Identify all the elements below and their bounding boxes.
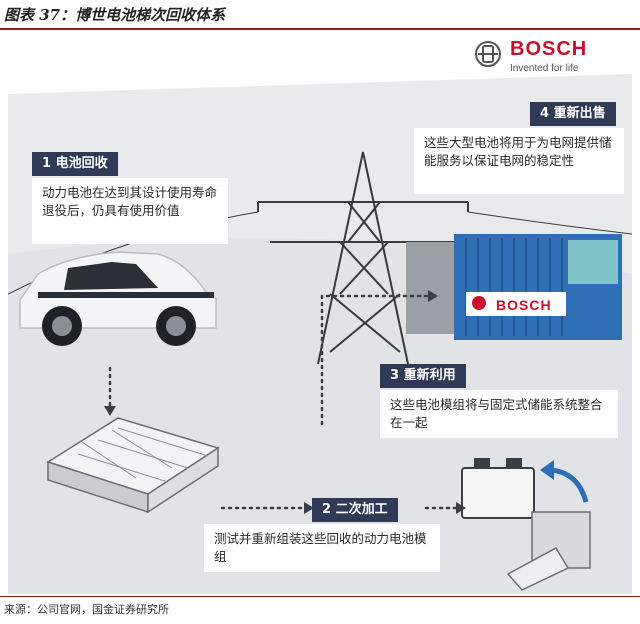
step-4-label: 4 重新出售 xyxy=(530,102,616,126)
battery-module-icon xyxy=(461,458,535,519)
storage-container-icon xyxy=(406,234,622,340)
step-2-text: 测试并重新组装这些回收的动力电池模组 xyxy=(204,524,440,572)
logo-tagline: Invented for life xyxy=(510,63,579,74)
electric-car-icon xyxy=(19,251,217,346)
step-3-label: 3 重新利用 xyxy=(380,364,466,388)
step-3-text: 这些电池模组将与固定式储能系统整合在一起 xyxy=(380,390,618,438)
hand-module-icon xyxy=(506,511,591,591)
footer-divider xyxy=(0,596,640,597)
title-divider xyxy=(0,28,640,30)
curved-arrow-icon xyxy=(549,467,589,503)
step-4-text: 这些大型电池将用于为电网提供储能服务以保证电网的稳定性 xyxy=(414,128,624,194)
step-2-label: 2 二次加工 xyxy=(312,498,398,522)
flow-arrows xyxy=(108,294,462,510)
diagram-panel: BOSCH Invented for life BOSCH 1 电池回收 动力电… xyxy=(8,34,632,594)
step-1-label: 1 电池回收 xyxy=(32,152,118,176)
step-1-text: 动力电池在达到其设计使用寿命退役后，仍具有使用价值 xyxy=(32,178,228,244)
battery-pack-icon xyxy=(46,417,220,514)
source-note: 来源：公司官网，国金证券研究所 xyxy=(4,603,169,616)
power-pylon-icon xyxy=(8,151,632,365)
bosch-logo: BOSCH Invented for life xyxy=(470,36,610,80)
logo-brand: BOSCH xyxy=(510,38,588,60)
bosch-armature-icon xyxy=(475,41,501,67)
figure-title: 图表 37：博世电池梯次回收体系 xyxy=(4,6,226,24)
container-brand-label: BOSCH xyxy=(496,297,552,313)
